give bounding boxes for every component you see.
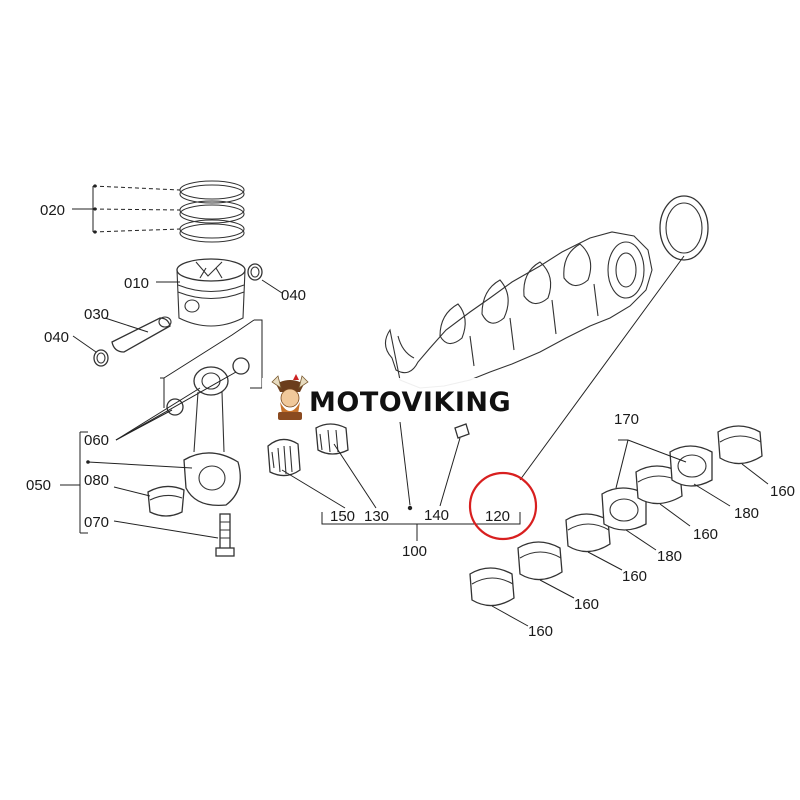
piston-drawing xyxy=(176,258,246,327)
part-label-160-e: 160 xyxy=(528,623,553,640)
piston-leader-lines xyxy=(60,184,283,539)
part-label-050: 050 xyxy=(26,477,51,494)
main-bearing-row xyxy=(469,425,763,607)
part-label-020: 020 xyxy=(40,202,65,219)
bearing-leader-lines xyxy=(491,439,769,627)
part-label-040-right: 040 xyxy=(281,287,306,304)
crankpin-bearing-drawing xyxy=(147,485,185,517)
part-label-120: 120 xyxy=(485,508,510,525)
brand-name: MOTOVIKING xyxy=(309,387,511,418)
highlight-circle xyxy=(468,471,538,541)
part-label-160-a: 160 xyxy=(770,483,795,500)
piston-pin-drawing xyxy=(111,316,172,353)
main-bearing-upper-drawing xyxy=(315,423,349,455)
part-label-060: 060 xyxy=(84,432,109,449)
crank-leader-lines xyxy=(281,255,685,541)
part-label-180-a: 180 xyxy=(734,505,759,522)
part-label-010: 010 xyxy=(124,275,149,292)
part-label-150: 150 xyxy=(330,508,355,525)
key-drawing xyxy=(454,423,470,439)
part-label-070: 070 xyxy=(84,514,109,531)
part-label-180-b: 180 xyxy=(657,548,682,565)
connecting-rod-drawing xyxy=(183,366,241,507)
brand-banner: MOTOVIKING xyxy=(262,374,534,424)
part-label-080: 080 xyxy=(84,472,109,489)
rod-bolt-drawing xyxy=(215,513,235,557)
viking-logo-icon xyxy=(271,374,309,420)
part-label-100: 100 xyxy=(402,543,427,560)
piston-rings-drawing xyxy=(179,180,245,243)
thrust-bearing-drawing xyxy=(267,438,301,477)
snap-ring-left-drawing xyxy=(93,349,109,367)
part-label-160-b: 160 xyxy=(693,526,718,543)
snap-ring-right-drawing xyxy=(247,263,263,281)
crankshaft-drawing xyxy=(384,231,653,389)
part-label-140: 140 xyxy=(424,507,449,524)
crank-gear-drawing xyxy=(659,195,709,261)
part-label-160-d: 160 xyxy=(574,596,599,613)
part-label-130: 130 xyxy=(364,508,389,525)
part-label-040-left: 040 xyxy=(44,329,69,346)
part-label-030: 030 xyxy=(84,306,109,323)
part-label-160-c: 160 xyxy=(622,568,647,585)
part-label-170: 170 xyxy=(614,411,639,428)
